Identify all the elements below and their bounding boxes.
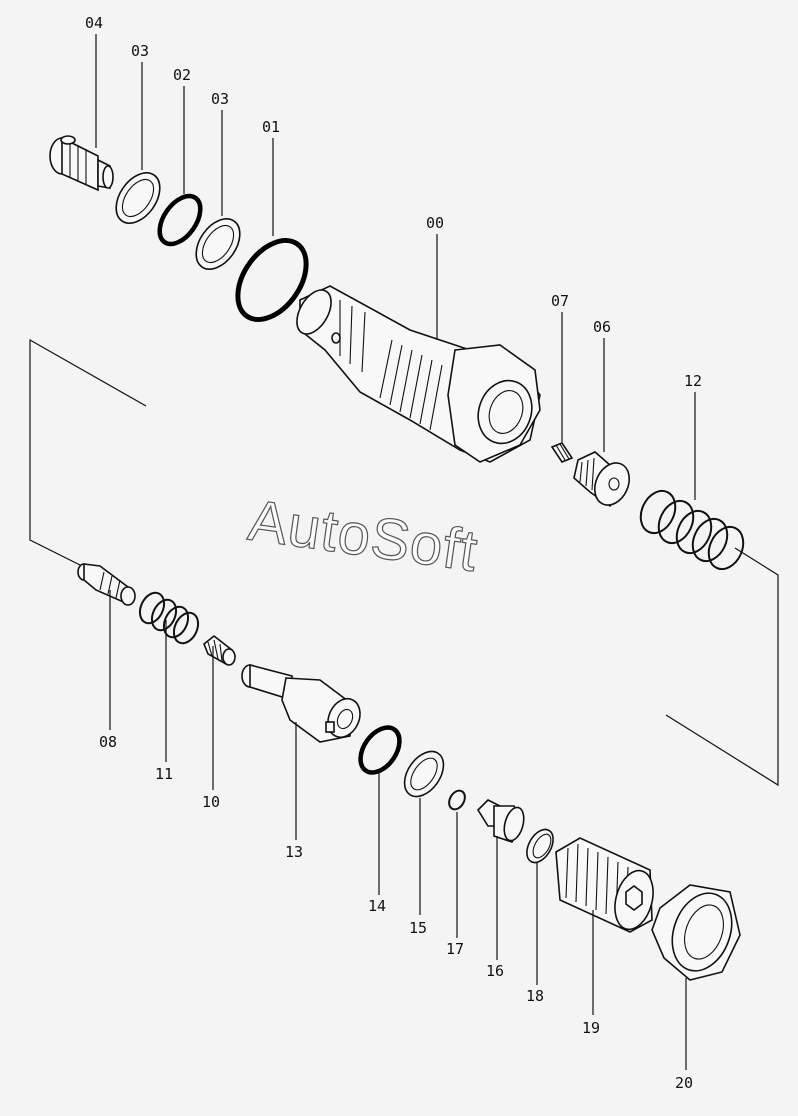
part-12-spring (639, 489, 745, 571)
part-04-plug (49, 135, 114, 192)
part-00-valve-body (296, 285, 541, 463)
part-labels: 04 03 02 03 01 00 07 06 12 08 11 10 13 1… (85, 14, 702, 1092)
label-part-17: 17 (446, 940, 464, 958)
watermark-text: AutoSoft (245, 488, 482, 584)
part-20-hex-nut (651, 884, 741, 981)
label-part-12: 12 (684, 372, 702, 390)
label-part-11: 11 (155, 765, 173, 783)
label-part-13: 13 (285, 843, 303, 861)
part-15-backup-ring (403, 750, 445, 798)
label-part-03-b: 03 (211, 90, 229, 108)
label-part-18: 18 (526, 987, 544, 1005)
label-part-02: 02 (173, 66, 191, 84)
label-part-14: 14 (368, 897, 386, 915)
part-08-poppet (77, 563, 136, 606)
assembly-path-lines (29, 338, 779, 787)
leader-lines (95, 34, 696, 1070)
part-07-set-screw (550, 442, 574, 463)
label-part-15: 15 (409, 919, 427, 937)
part-01-large-o-ring (235, 238, 309, 322)
label-part-04: 04 (85, 14, 103, 32)
part-17-small-o-ring (448, 789, 466, 811)
part-11-spring (138, 591, 200, 645)
part-19-adjusting-screw (555, 837, 654, 933)
label-part-10: 10 (202, 793, 220, 811)
label-part-07: 07 (551, 292, 569, 310)
label-part-00: 00 (426, 214, 444, 232)
label-part-03-a: 03 (131, 42, 149, 60)
part-02-o-ring (157, 193, 203, 247)
label-part-06: 06 (593, 318, 611, 336)
part-14-o-ring (358, 725, 402, 775)
label-part-19: 19 (582, 1019, 600, 1037)
part-03-backup-ring-b (195, 218, 241, 270)
label-part-16: 16 (486, 962, 504, 980)
label-part-08: 08 (99, 733, 117, 751)
part-03-backup-ring-a (115, 172, 161, 224)
part-10-piston (203, 634, 236, 666)
label-part-20: 20 (675, 1074, 693, 1092)
part-18-disc (526, 828, 554, 864)
label-part-01: 01 (262, 118, 280, 136)
part-06-plug (573, 451, 631, 508)
part-13-adjuster (241, 663, 361, 743)
part-16-plug (476, 799, 525, 843)
